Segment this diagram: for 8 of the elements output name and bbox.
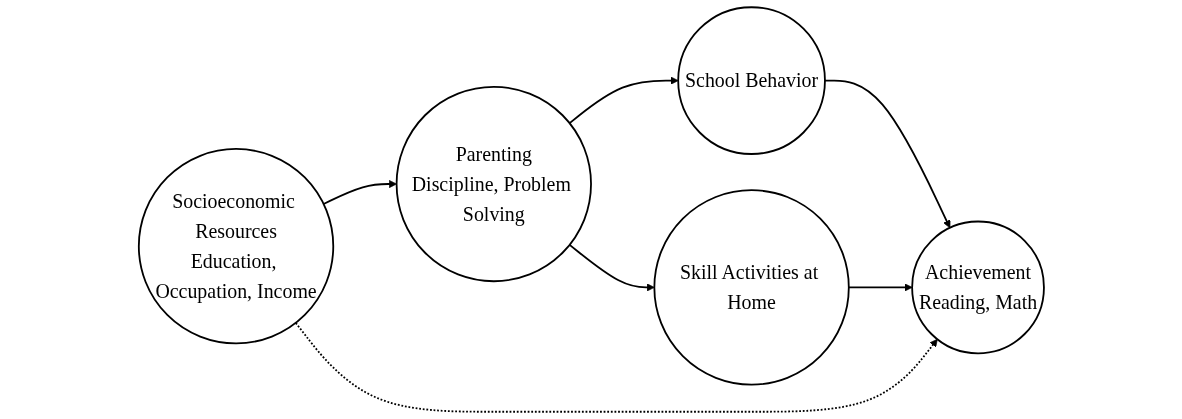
node-circle: Skill Activities at Home bbox=[653, 189, 850, 386]
arrow bbox=[322, 180, 397, 205]
node-circle: School Behavior bbox=[676, 6, 826, 155]
node-circle: Achievement Reading, Math bbox=[910, 220, 1045, 355]
arrow bbox=[568, 243, 655, 292]
node-circle: Socioeconomic Resources Education, Occupation, Income bbox=[137, 148, 334, 345]
node-circle: Parenting Discipline, Problem Solving bbox=[395, 85, 592, 283]
arrow bbox=[294, 322, 938, 413]
